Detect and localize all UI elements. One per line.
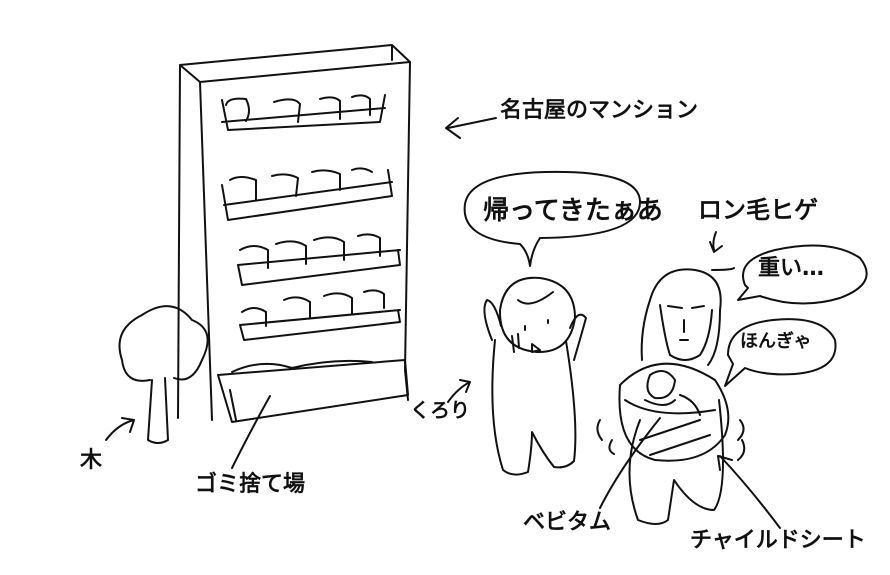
label-garbage: ゴミ捨て場 bbox=[195, 472, 306, 497]
arrow-to-garbage bbox=[231, 395, 271, 469]
label-tree: 木 bbox=[80, 448, 103, 473]
arrow-to-tree bbox=[105, 417, 135, 441]
speech-heavy-text: 重い… bbox=[758, 256, 825, 281]
longhair-man-figure bbox=[628, 267, 735, 525]
kurori-figure bbox=[483, 276, 587, 476]
speech-kurori-text: 帰ってきたぁあ bbox=[483, 196, 663, 226]
childseat-basket bbox=[596, 362, 746, 462]
label-childseat: チャイルドシート bbox=[690, 528, 866, 553]
label-longhair: ロン毛ヒゲ bbox=[698, 196, 818, 224]
tree bbox=[118, 305, 209, 444]
arrow-to-baby bbox=[599, 417, 661, 509]
arrow-to-childseat bbox=[717, 455, 781, 529]
arrow-to-kurori bbox=[447, 379, 471, 403]
baby bbox=[644, 370, 701, 416]
speech-baby-text: ほんぎゃ bbox=[740, 331, 812, 352]
speech-bubble-heavy bbox=[737, 244, 868, 305]
arrow-to-longhair bbox=[709, 231, 723, 253]
label-kurori: くろり bbox=[410, 398, 470, 422]
speech-bubble-kurori bbox=[463, 170, 641, 267]
mansion-building bbox=[177, 44, 411, 423]
label-baby: ベビタム bbox=[523, 510, 612, 535]
speech-bubble-baby bbox=[724, 318, 837, 387]
label-mansion: 名古屋のマンション bbox=[500, 98, 699, 123]
arrow-to-mansion bbox=[445, 117, 497, 139]
